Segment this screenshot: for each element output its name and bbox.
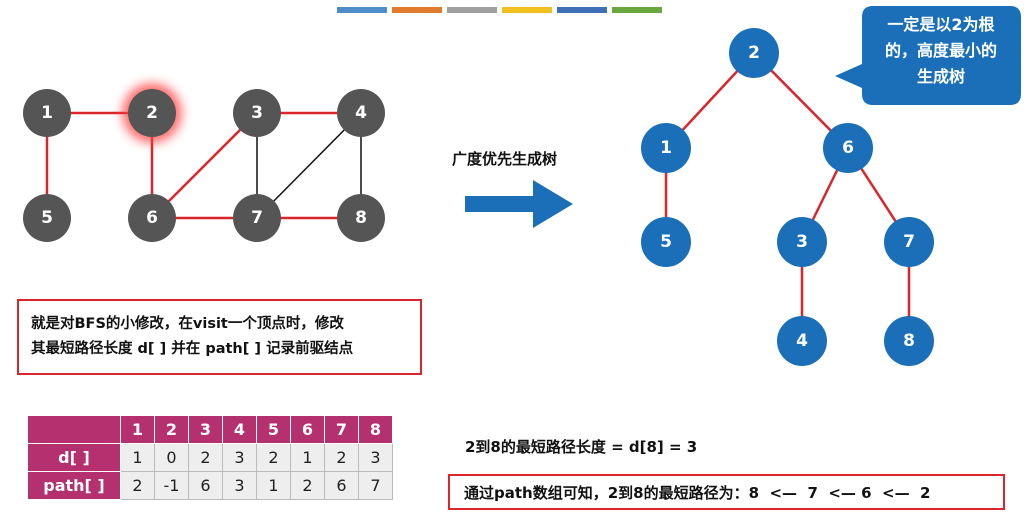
tree-node-label-7: 7: [903, 232, 915, 252]
table-header-cell: 3: [188, 415, 223, 444]
table-cell: 1: [120, 443, 155, 472]
callout-line-1: 一定是以2为根: [887, 15, 995, 34]
table-cell: 2: [256, 443, 291, 472]
table-cell: 2: [120, 471, 155, 500]
table-corner: [27, 415, 121, 444]
table-cell: 2: [324, 443, 359, 472]
graph-node-2: [128, 89, 176, 137]
graph-edge-6-3: [151, 112, 258, 219]
graph-edge-7-4: [256, 112, 362, 219]
stripe-6: [612, 7, 662, 13]
table-cell: 3: [222, 443, 257, 472]
table-header-cell: 2: [154, 415, 189, 444]
note-line-1: 就是对BFS的小修改，在visit一个顶点时，修改: [31, 316, 344, 332]
table-row-label: d[ ]: [27, 443, 121, 472]
graph-node-5: [23, 194, 71, 242]
graph-node-7: [233, 194, 281, 242]
tree-node-7: [884, 217, 934, 267]
graph-node-label-7: 7: [251, 208, 263, 228]
graph-node-label-3: 3: [251, 103, 263, 123]
callout-bubble: [835, 6, 1021, 105]
table-cell: 1: [290, 443, 325, 472]
table-header-cell: 6: [290, 415, 325, 444]
tree-node-label-8: 8: [903, 331, 915, 351]
callout-shape: [835, 6, 1021, 105]
tree-node-label-3: 3: [796, 232, 808, 252]
stripe-5: [557, 7, 607, 13]
tree-node-label-2: 2: [748, 43, 760, 63]
table-row-label: path[ ]: [27, 471, 121, 500]
table-cell: 2: [188, 443, 223, 472]
stripe-4: [502, 7, 552, 13]
right-arrow-icon: [465, 180, 573, 228]
stripe-2: [392, 7, 442, 13]
table-header-cell: 4: [222, 415, 257, 444]
note-line-2: 其最短路径长度 d[ ] 并在 path[ ] 记录前驱结点: [31, 341, 354, 357]
graph-node-1: [23, 89, 71, 137]
table-cell: -1: [154, 471, 189, 500]
tree-node-5: [641, 217, 691, 267]
tree-node-6: [823, 123, 873, 173]
tree-node-3: [777, 217, 827, 267]
tree-node-label-6: 6: [842, 138, 854, 158]
callout-text: 一定是以2为根 的，高度最小的 生成树: [862, 6, 1020, 96]
table-cell: 3: [358, 443, 393, 472]
tree-node-label-1: 1: [660, 138, 672, 158]
graph-node-6: [128, 194, 176, 242]
tree-node-4: [777, 316, 827, 366]
tree-node-label-5: 5: [660, 232, 672, 252]
table-cell: 6: [188, 471, 223, 500]
callout-line-3: 生成树: [916, 67, 965, 86]
tree-node-label-4: 4: [796, 331, 808, 351]
stripe-3: [447, 7, 497, 13]
table-cell: 2: [290, 471, 325, 500]
graph-node-label-4: 4: [355, 103, 367, 123]
table-header-cell: 7: [324, 415, 359, 444]
stripe-1: [337, 7, 387, 13]
arrow-label: 广度优先生成树: [452, 150, 558, 168]
graph-node-label-1: 1: [41, 103, 53, 123]
graph-node-label-6: 6: [146, 208, 158, 228]
table-cell: 6: [324, 471, 359, 500]
graph-node-8: [337, 194, 385, 242]
table-cell: 1: [256, 471, 291, 500]
table-cell: 3: [222, 471, 257, 500]
tree-node-8: [884, 316, 934, 366]
graph-node-3: [233, 89, 281, 137]
graph-node-label-8: 8: [355, 208, 367, 228]
table-cell: 0: [154, 443, 189, 472]
tree-node-1: [641, 123, 691, 173]
graph-node-4: [337, 89, 385, 137]
distance-text: 2到8的最短路径长度 = d[8] = 3: [465, 438, 698, 456]
table-header-cell: 5: [256, 415, 291, 444]
table-cell: 7: [358, 471, 393, 500]
graph-node-label-5: 5: [41, 208, 53, 228]
graph-node-label-2: 2: [146, 103, 158, 123]
right-arrow-shape: [465, 180, 573, 228]
table-header-cell: 8: [358, 415, 393, 444]
path-result-box: 通过path数组可知，2到8的最短路径为：8 <— 7 <— 6 <— 2: [448, 474, 1005, 510]
table-header-cell: 1: [120, 415, 155, 444]
tree-node-2: [729, 28, 779, 78]
path-result-text: 通过path数组可知，2到8的最短路径为：8 <— 7 <— 6 <— 2: [464, 483, 931, 502]
callout-line-2: 的，高度最小的: [884, 41, 997, 60]
note-box: 就是对BFS的小修改，在visit一个顶点时，修改 其最短路径长度 d[ ] 并…: [17, 299, 422, 375]
